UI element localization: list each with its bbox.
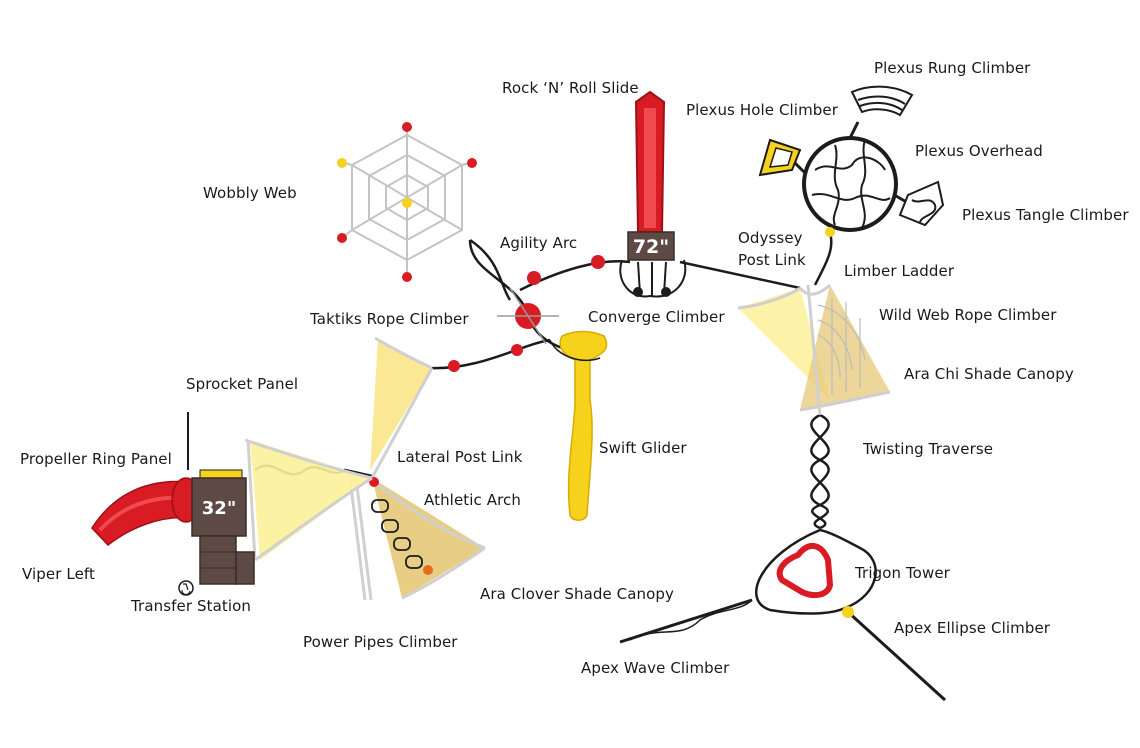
athletic-arch [371,499,423,569]
label-odyssey-line2: Post Link [738,251,806,269]
plexus-rung-climber [850,85,914,117]
label-odyssey-line1: Odyssey [738,229,803,247]
power-pipes-climber [348,477,373,601]
web-anchor-ball [467,158,477,168]
label-sprocket-panel: Sprocket Panel [186,375,299,393]
rope-ball [448,360,460,372]
label-transfer-station: Transfer Station [131,597,252,615]
swift-glider [549,330,608,521]
label-plexus-tangle-climber: Plexus Tangle Climber [962,206,1129,224]
viper-left-slide [91,477,201,547]
label-rock-n-roll-slide: Rock ‘N’ Roll Slide [502,79,639,97]
sprocket-panel [199,469,243,479]
web-anchor-ball [402,122,412,132]
rock-n-roll-slide [634,90,666,233]
web-center-ball [402,198,412,208]
label-propeller-ring-panel: Propeller Ring Panel [20,450,172,468]
label-apex-wave-climber: Apex Wave Climber [581,659,730,677]
plexus-overhead [790,121,911,232]
label-agility-arc: Agility Arc [500,234,578,252]
connector-ropes [254,231,947,702]
plexus-tangle-climber [898,180,945,227]
apex-ellipse-base [842,606,854,618]
label-wild-web-rope-climber: Wild Web Rope Climber [879,306,1057,324]
label-viper-left: Viper Left [22,565,96,583]
label-wobbly-web: Wobbly Web [203,184,297,202]
label-twisting-traverse: Twisting Traverse [863,440,994,458]
web-anchor-ball [402,272,412,282]
rope-ball [511,344,523,356]
main-deck: 72" [627,231,675,261]
canopy-ball [423,565,433,575]
low-deck-height: 32" [202,498,236,519]
low-deck: 32" [191,477,255,585]
label-plexus-overhead: Plexus Overhead [915,142,1043,160]
rope-ball [591,255,605,269]
label-power-pipes-climber: Power Pipes Climber [303,633,458,651]
wobbly-web [341,128,473,275]
label-ara-chi-shade-canopy: Ara Chi Shade Canopy [904,365,1074,383]
plexus-hole-climber [758,138,802,177]
ara-clover-canopy [370,476,486,600]
web-anchor-ball [337,233,347,243]
label-converge-climber: Converge Climber [588,308,725,326]
rope-ball [527,271,541,285]
wild-web-rope-climber [737,283,891,416]
label-plexus-rung-climber: Plexus Rung Climber [874,59,1031,77]
taktiks-canopy [370,336,434,479]
label-athletic-arch: Athletic Arch [424,491,521,509]
trigon-tower [776,543,833,599]
label-lateral-post-link: Lateral Post Link [397,448,523,466]
label-limber-ladder: Limber Ladder [844,262,955,280]
label-apex-ellipse-climber: Apex Ellipse Climber [894,619,1051,637]
label-swift-glider: Swift Glider [599,439,687,457]
accessibility-icon [178,580,194,596]
label-trigon-tower: Trigon Tower [855,564,950,582]
main-deck-height: 72" [633,236,669,258]
label-plexus-hole-climber: Plexus Hole Climber [686,101,839,119]
label-taktiks-rope-climber: Taktiks Rope Climber [310,310,469,328]
converge-climber [619,259,687,298]
limber-ladder-base [825,227,835,237]
low-canopy [244,438,373,562]
label-ara-clover-shade-canopy: Ara Clover Shade Canopy [480,585,675,603]
web-anchor-ball [337,158,347,168]
